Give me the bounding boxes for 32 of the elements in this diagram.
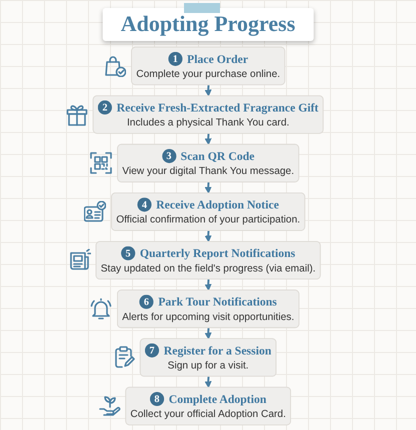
step-description: Official confirmation of your participation. — [116, 213, 300, 225]
step-box — [130, 46, 286, 86]
step-box — [95, 241, 321, 280]
step-title: Place Order — [186, 53, 248, 66]
step-description: Alerts for upcoming visit opportunities. — [122, 310, 294, 322]
step-description: Sign up for a visit. — [168, 358, 248, 371]
step-description: Stay updated on the field's progress (via email). — [100, 262, 316, 274]
arrow — [204, 134, 212, 146]
step-title: Quarterly Report Notifications — [140, 248, 296, 260]
arrow — [204, 279, 212, 291]
step-title: Register for a Session — [164, 344, 272, 358]
step-title: Park Tour Notifications — [158, 296, 277, 309]
arrow — [204, 328, 212, 340]
arrow — [204, 230, 212, 242]
arrow — [204, 182, 212, 194]
step-box — [92, 95, 324, 134]
arrow — [204, 376, 212, 388]
step-title: Scan QR Code — [180, 150, 254, 164]
title: Adopting Progress — [102, 8, 314, 41]
step-box — [125, 386, 291, 426]
step-title: Receive Fresh-Extracted Fragrance Gift — [116, 102, 318, 115]
step-box — [116, 290, 300, 328]
step-description: Includes a physical Thank You card. — [126, 116, 290, 128]
step-title: Receive Adoption Notice — [156, 199, 279, 212]
step-description: Complete your purchase online. — [136, 67, 280, 80]
arrow — [204, 85, 212, 96]
step-box — [117, 144, 299, 182]
step-box — [110, 192, 306, 231]
step-box — [140, 338, 276, 377]
step-description: Collect your official Adoption Card. — [130, 407, 286, 420]
step-description: View your digital Thank You message. — [122, 164, 294, 176]
step-title: Complete Adoption — [168, 394, 266, 406]
